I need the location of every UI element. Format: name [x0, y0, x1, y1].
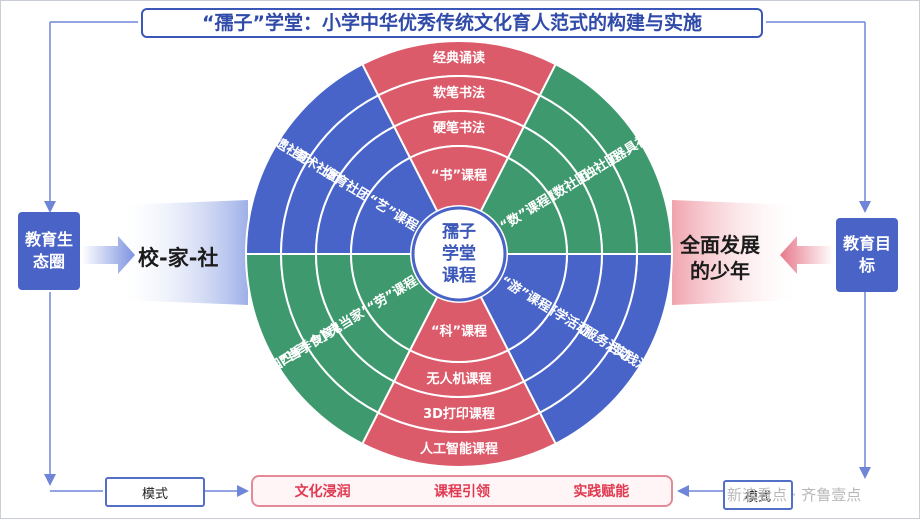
- left-fan: [125, 200, 248, 305]
- education-goal-box: 教育目标: [836, 218, 898, 292]
- wheel-label-bottom-1: 3D打印课程: [423, 406, 495, 422]
- wheel-label-bottom-3: “科”课程: [431, 324, 487, 340]
- curriculum-wheel: 经典诵读软笔书法硬笔书法“书”课程益智器具社团数独社团魔数社团“数”课程综合实践…: [244, 40, 674, 468]
- wheel-label-top-0: 经典诵读: [433, 50, 485, 66]
- well-rounded-youth-label: 全面发展 的少年: [680, 232, 760, 284]
- left-arrow: [82, 236, 135, 274]
- diagram-title: “孺子”学堂：小学中华优秀传统文化育人范式的构建与实施: [141, 8, 763, 38]
- wheel-label-bottom-0: 人工智能课程: [420, 441, 498, 457]
- school-family-community-label: 校-家-社: [138, 246, 219, 270]
- wheel-center: [411, 206, 507, 302]
- education-ecosystem-box: 教育生态圈: [18, 212, 80, 290]
- wheel-center-text-0: 孺子: [442, 222, 476, 242]
- mode-box-right: 模式: [723, 480, 793, 510]
- mode-item-curriculum: 课程引领: [433, 484, 490, 500]
- right-arrow: [780, 236, 833, 274]
- well-rounded-youth-line2: 的少年: [690, 259, 750, 283]
- wheel-label-top-2: 硬笔书法: [433, 120, 485, 136]
- wheel-label-top-3: “书”课程: [431, 168, 487, 184]
- connector-lines: [44, 21, 871, 497]
- wheel-label-top-1: 软笔书法: [433, 85, 485, 101]
- mode-box-left: 模式: [105, 477, 205, 507]
- wheel-label-bottom-2: 无人机课程: [425, 371, 491, 387]
- right-fan: [672, 200, 795, 305]
- mode-bar: 文化浸润 课程引领 实践赋能: [251, 475, 673, 507]
- wheel-segment-upper_left-3: [349, 156, 439, 255]
- wheel-center-text-2: 课程: [442, 266, 476, 286]
- mode-item-practice: 实践赋能: [573, 484, 630, 500]
- wheel-center-text-1: 学堂: [442, 243, 476, 264]
- mode-item-culture: 文化浸润: [294, 484, 351, 500]
- watermark: 新浪看点 · 齐鲁壹点: [727, 486, 862, 504]
- well-rounded-youth-line1: 全面发展: [680, 233, 760, 257]
